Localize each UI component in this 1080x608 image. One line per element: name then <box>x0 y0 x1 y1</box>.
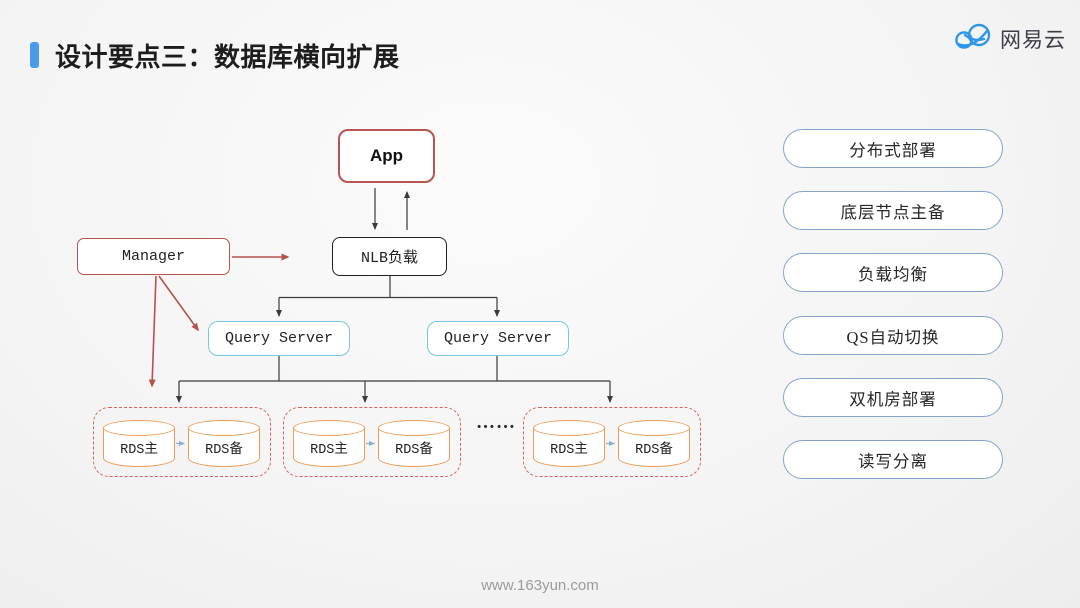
footer-url: www.163yun.com <box>481 577 599 594</box>
title-accent-bar <box>30 42 39 68</box>
cylinder-top-ellipse <box>188 420 260 436</box>
feature-pill-dual-datacenter: 双机房部署 <box>783 378 1003 417</box>
rds-replica-label: RDS备 <box>205 443 243 458</box>
rds-group-3 <box>523 407 701 477</box>
rds-group-1 <box>93 407 271 477</box>
feature-pill-load-balancing: 负载均衡 <box>783 253 1003 292</box>
rds-replica-cylinder-2: RDS备 <box>378 420 450 467</box>
rds-replica-cylinder-3: RDS备 <box>618 420 690 467</box>
logo-text: 网易云 <box>1000 28 1066 52</box>
rds-primary-cylinder-2: RDS主 <box>293 420 365 467</box>
rds-replica-label: RDS备 <box>635 443 673 458</box>
netease-cloud-logo-icon <box>951 18 997 59</box>
cylinder-body <box>103 428 175 467</box>
cylinder-body <box>618 428 690 467</box>
cylinder-body <box>533 428 605 467</box>
manager-node: Manager <box>77 238 230 275</box>
cylinder-top-ellipse <box>103 420 175 436</box>
rds-primary-label: RDS主 <box>120 443 158 458</box>
app-node: App <box>338 129 435 183</box>
netease-cloud-logo: 网易云 <box>951 18 1066 59</box>
feature-pill-node-master-backup: 底层节点主备 <box>783 191 1003 230</box>
cylinder-top-ellipse <box>618 420 690 436</box>
rds-replica-label: RDS备 <box>395 443 433 458</box>
feature-pill-qs-auto-switch: QS自动切换 <box>783 316 1003 355</box>
feature-pill-read-write-split: 读写分离 <box>783 440 1003 479</box>
cylinder-top-ellipse <box>293 420 365 436</box>
nlb-load-balancer-node: NLB负载 <box>332 237 447 276</box>
feature-pill-distributed-deploy: 分布式部署 <box>783 129 1003 168</box>
query-server-node-2: Query Server <box>427 321 569 356</box>
page-title: 设计要点三：数据库横向扩展 <box>55 42 400 72</box>
rds-primary-label: RDS主 <box>550 443 588 458</box>
rds-primary-label: RDS主 <box>310 443 348 458</box>
rds-primary-cylinder-3: RDS主 <box>533 420 605 467</box>
more-groups-ellipsis: …… <box>476 412 516 433</box>
rds-primary-cylinder-1: RDS主 <box>103 420 175 467</box>
query-server-node-1: Query Server <box>208 321 350 356</box>
cylinder-top-ellipse <box>533 420 605 436</box>
cylinder-top-ellipse <box>378 420 450 436</box>
rds-replica-cylinder-1: RDS备 <box>188 420 260 467</box>
rds-group-2 <box>283 407 461 477</box>
